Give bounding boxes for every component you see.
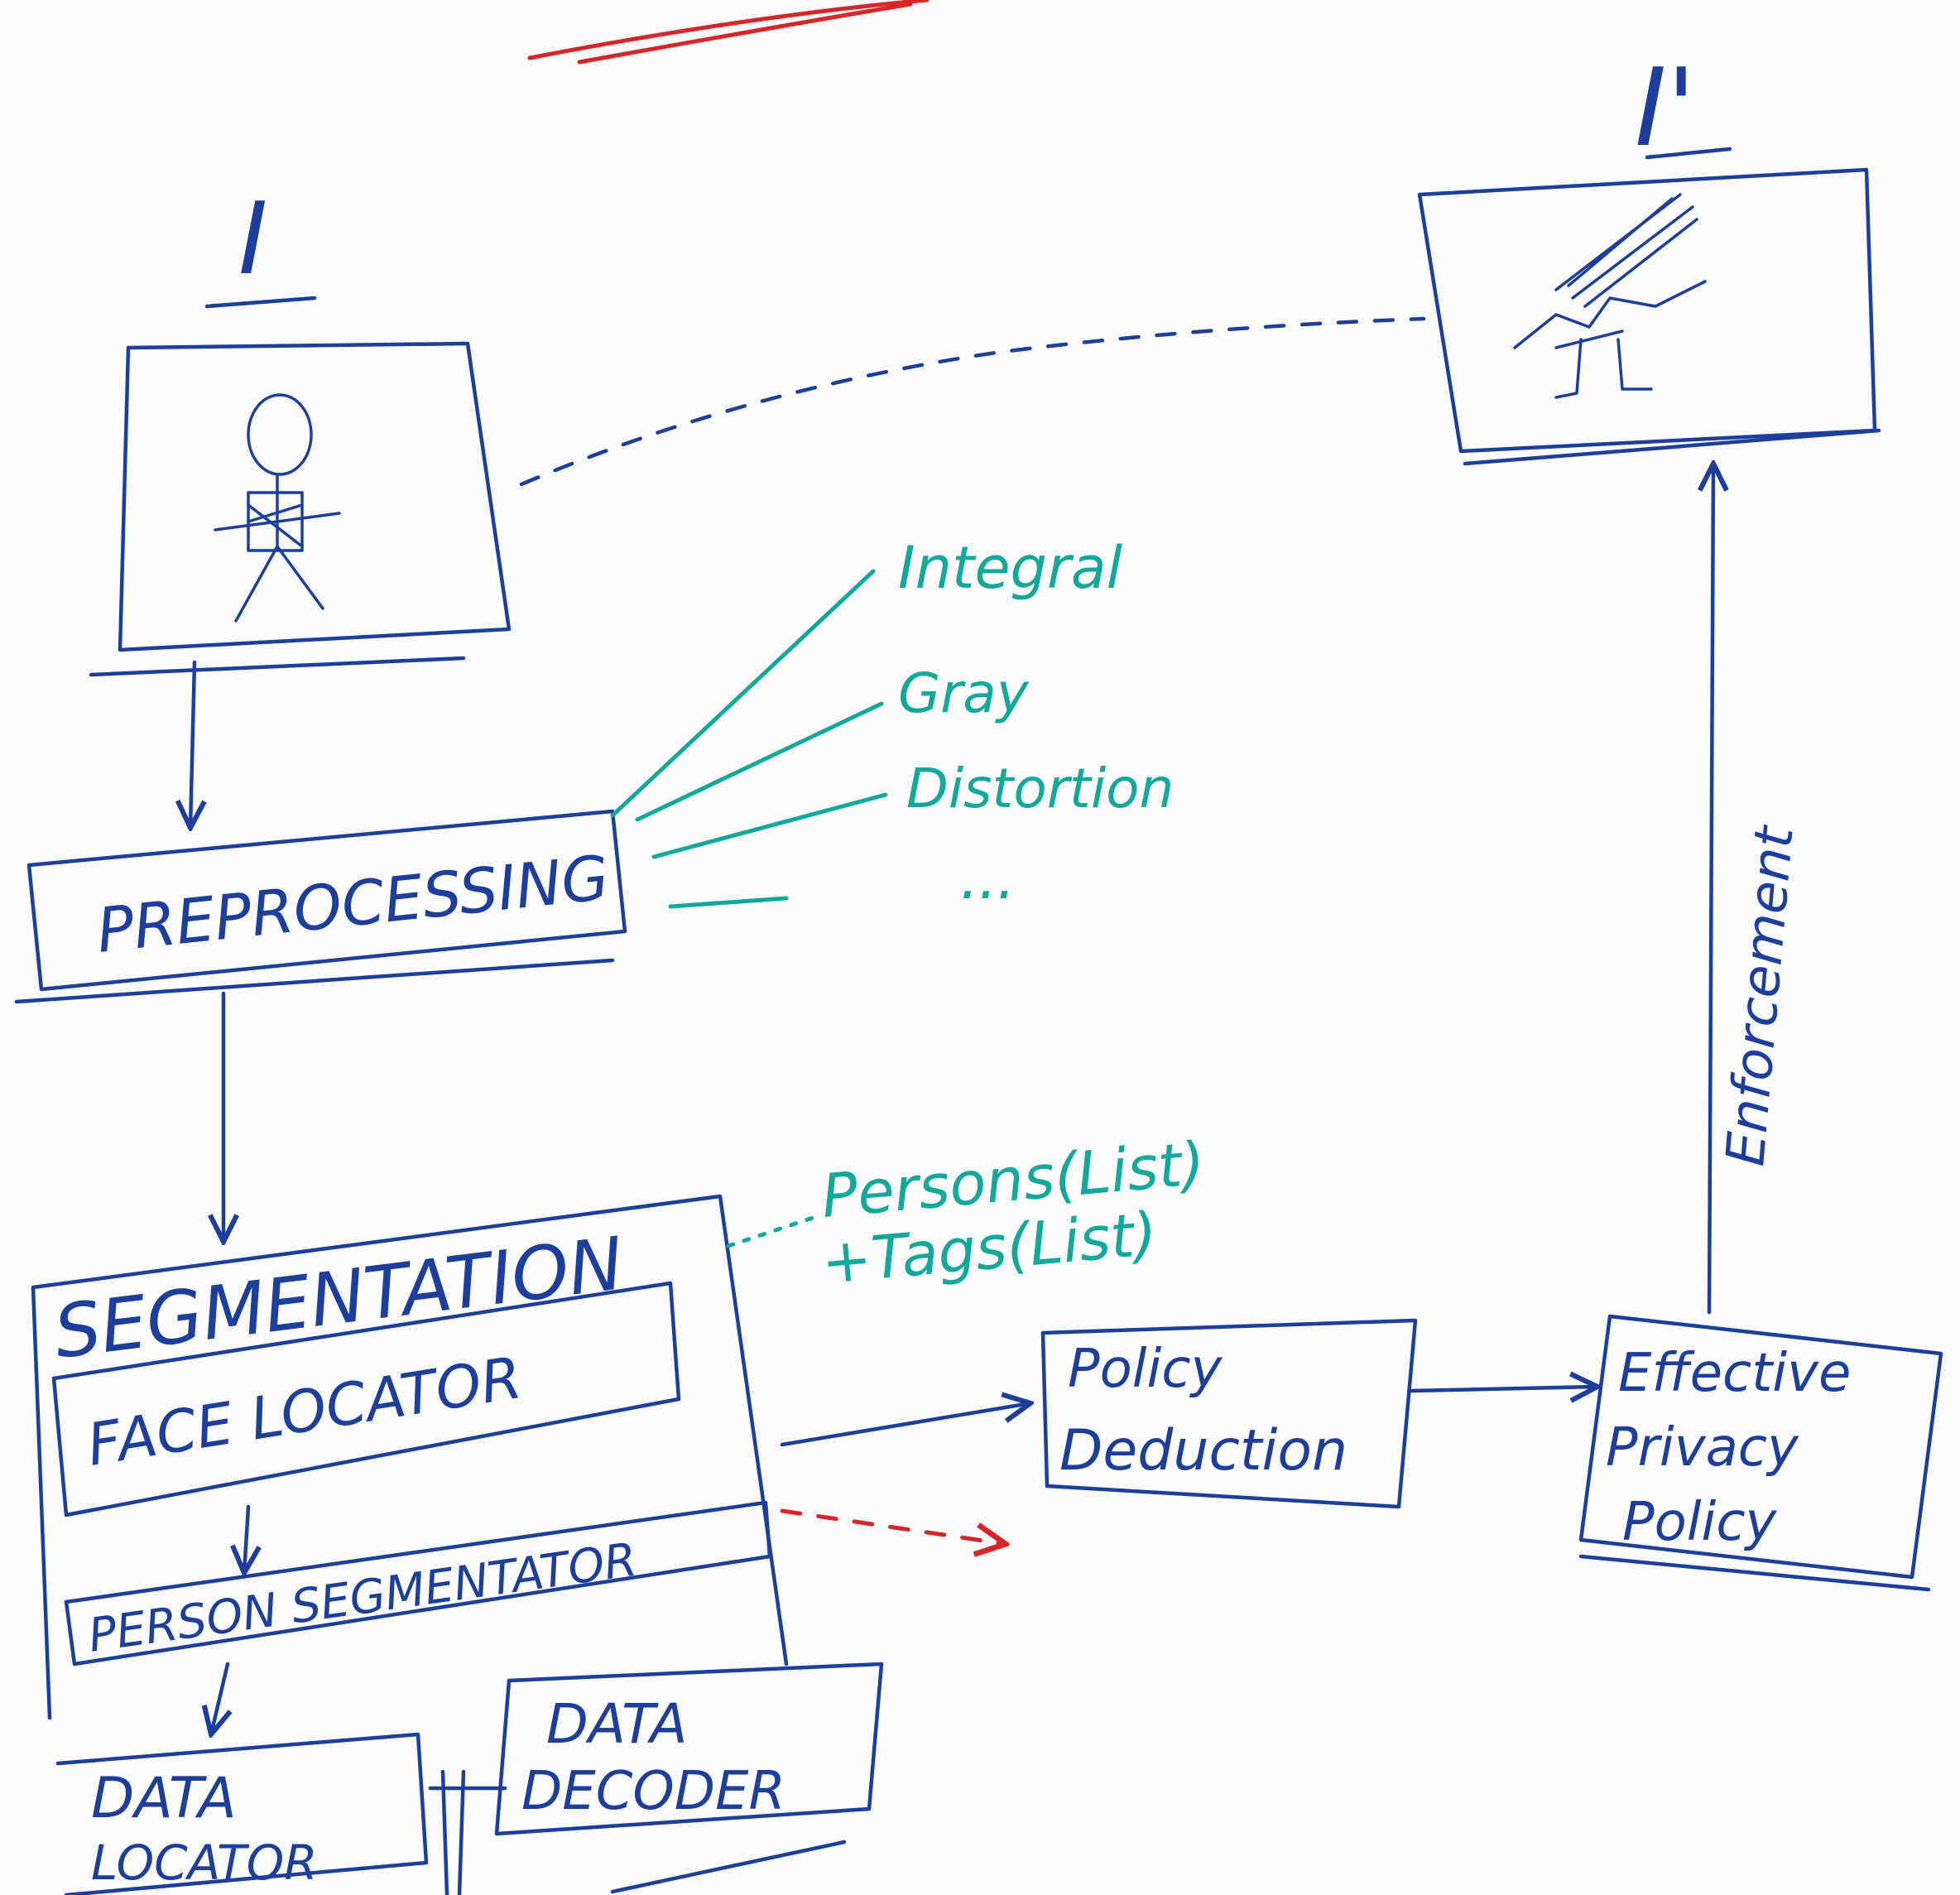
data-locator-label-1: DATA xyxy=(91,1766,237,1831)
data-locator-label-2: LOCATOR xyxy=(91,1835,318,1891)
option-connector-4 xyxy=(668,896,789,909)
effective-privacy-policy-box: Effective Privacy Policy xyxy=(1578,1314,1943,1592)
segmentation-box: SEGMENTATION FACE LOCATOR PERSON SEGMENT… xyxy=(31,1194,884,1895)
option-integral: Integral xyxy=(898,534,1123,602)
option-gray: Gray xyxy=(898,661,1030,725)
note-dotted-connector xyxy=(726,1214,818,1248)
effective-policy-label-2: Privacy xyxy=(1606,1417,1799,1479)
arrow-person-to-data-locator xyxy=(211,1662,228,1734)
enforcement-label: Enforcement xyxy=(1715,822,1806,1169)
option-connector-2 xyxy=(635,701,884,822)
option-connector-1 xyxy=(610,569,876,818)
obscured-figure-icon xyxy=(1513,193,1707,399)
output-image-label: I' xyxy=(1635,45,1696,171)
arrow-segmentation-to-policy xyxy=(780,1403,1030,1447)
data-decoder-box: DATA DECODER xyxy=(494,1662,884,1836)
arrow-policy-to-effective xyxy=(1409,1387,1597,1391)
policy-deduction-label-1: Policy xyxy=(1068,1339,1223,1400)
arrow-face-to-person xyxy=(244,1504,248,1573)
preprocessing-label: PREPROCESSING xyxy=(94,842,612,966)
data-locator-box: DATA LOCATOR xyxy=(55,1732,429,1895)
data-decoder-label-2: DECODER xyxy=(521,1761,785,1822)
effective-policy-label-1: Effective xyxy=(1618,1343,1851,1404)
stick-figure-icon xyxy=(214,393,341,623)
policy-deduction-box: Policy Deduction xyxy=(1040,1318,1418,1509)
correspondence-dashed-line xyxy=(519,316,1426,487)
bottom-stroke xyxy=(610,1840,847,1894)
option-distortion: Distortion xyxy=(906,757,1174,820)
segmentation-label: SEGMENTATION xyxy=(50,1220,628,1374)
effective-policy-label-3: Policy xyxy=(1622,1492,1778,1553)
red-scribble-2 xyxy=(577,2,913,65)
option-connector-3 xyxy=(651,792,888,859)
person-segmentator-box: PERSON SEGMENTATOR xyxy=(64,1500,772,1667)
red-dashed-arrow xyxy=(780,1508,1006,1544)
input-image-label: I xyxy=(238,182,267,297)
enforcement-arrow xyxy=(1709,464,1713,1315)
data-decoder-label-1: DATA xyxy=(546,1692,688,1756)
option-more: ... xyxy=(960,844,1016,912)
arrow-image-to-preprocessing xyxy=(190,660,195,828)
red-scribble xyxy=(527,0,930,60)
policy-deduction-label-2: Deduction xyxy=(1059,1418,1348,1484)
output-image-frame: I' xyxy=(1417,45,1881,466)
input-image-frame: I xyxy=(89,182,512,677)
locator-decoder-link xyxy=(428,1769,507,1895)
preprocessing-box: PREPROCESSING xyxy=(14,809,627,1004)
person-segmentator-label: PERSON SEGMENTATOR xyxy=(85,1533,640,1663)
